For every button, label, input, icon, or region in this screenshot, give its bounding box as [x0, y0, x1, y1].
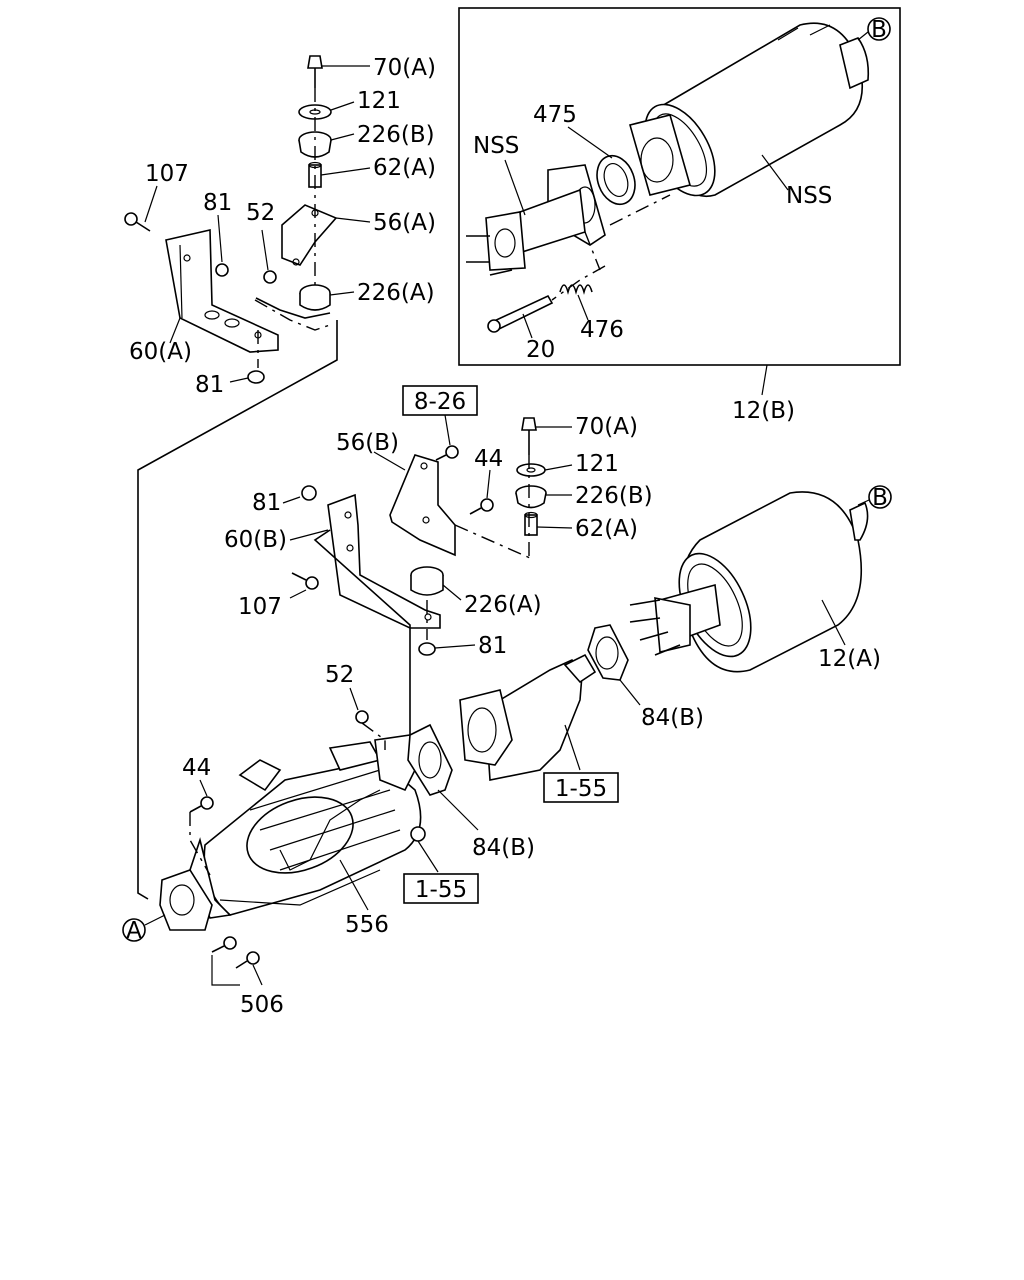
- ref-a-label: A: [126, 918, 142, 944]
- nut-1-55: [410, 826, 426, 842]
- bolt-44-upper: [469, 498, 494, 515]
- ref-a-marker: [122, 918, 146, 942]
- label-226b-1: 226(B): [357, 122, 435, 148]
- bolt-70a-upper: [307, 55, 323, 88]
- label-44-2: 44: [182, 755, 211, 781]
- label-52-2: 52: [325, 662, 354, 688]
- label-60a: 60(A): [129, 339, 192, 365]
- ref-b-label-mid: B: [872, 485, 888, 511]
- ref-1-55-a: 1-55: [555, 776, 607, 802]
- label-121-2: 121: [575, 451, 619, 477]
- label-nss-2: NSS: [786, 183, 832, 209]
- label-81-4: 81: [478, 633, 507, 659]
- gasket-84b-left: [407, 723, 453, 796]
- washer-121-mid: [516, 463, 546, 477]
- bolt-107-mid: [291, 572, 319, 590]
- ref-1-55-b: 1-55: [415, 877, 467, 903]
- label-226a-1: 226(A): [357, 280, 435, 306]
- ref-8-26: 8-26: [414, 389, 466, 415]
- label-475: 475: [533, 102, 577, 128]
- label-62a-1: 62(A): [373, 155, 436, 181]
- label-107-1: 107: [145, 161, 189, 187]
- nut-81-upper: [215, 263, 229, 277]
- ref-box-1-55-b: [403, 873, 479, 904]
- bushing-226a-upper: [299, 284, 331, 311]
- label-556: 556: [345, 912, 389, 938]
- label-226a-2: 226(A): [464, 592, 542, 618]
- label-70a-1: 70(A): [373, 55, 436, 81]
- nut-81-mid-lower: [418, 642, 436, 656]
- ref-box-1-55-a: [543, 772, 619, 803]
- label-12a: 12(A): [818, 646, 881, 672]
- bushing-226b-mid: [515, 485, 547, 509]
- inlet-flange: [159, 869, 213, 931]
- ref-b-marker-upper: [867, 17, 891, 41]
- label-81-1: 81: [203, 190, 232, 216]
- label-81-3: 81: [252, 490, 281, 516]
- label-226b-2: 226(B): [575, 483, 653, 509]
- bolt-70a-mid: [521, 417, 537, 455]
- connector-pipe: [459, 653, 597, 781]
- collar-62a-mid: [524, 511, 538, 536]
- label-476: 476: [580, 317, 624, 343]
- converter-556: [189, 734, 422, 919]
- bolt-20: [487, 294, 554, 333]
- ref-box-8-26: [402, 385, 478, 416]
- bolt-506: [211, 936, 260, 969]
- label-107-2: 107: [238, 594, 282, 620]
- label-12b: 12(B): [732, 398, 795, 424]
- bracket-60b: [327, 493, 441, 629]
- bracket-56a: [281, 204, 338, 266]
- bushing-226a-mid: [410, 566, 444, 596]
- label-56b: 56(B): [336, 430, 399, 456]
- nut-52-lower: [355, 710, 369, 724]
- label-121-1: 121: [357, 88, 401, 114]
- inset-muffler: [629, 22, 870, 197]
- label-70a-2: 70(A): [575, 414, 638, 440]
- bracket-60a: [165, 229, 279, 353]
- bolt-107-upper: [124, 212, 151, 232]
- label-44-1: 44: [474, 446, 503, 472]
- ref-b-marker-mid: [868, 485, 892, 509]
- muffler-12a: [629, 491, 869, 673]
- nut-81-lower-left: [247, 370, 265, 384]
- bolt-44-lower: [189, 796, 214, 813]
- washer-121-upper: [298, 104, 332, 120]
- ring-475: [596, 154, 636, 206]
- label-62a-2: 62(A): [575, 516, 638, 542]
- bolt-8-26: [435, 445, 459, 461]
- nut-52-upper: [263, 270, 277, 284]
- spring-476: [559, 284, 593, 295]
- bracket-56b: [389, 454, 456, 557]
- label-506: 506: [240, 992, 284, 1018]
- label-56a: 56(A): [373, 210, 436, 236]
- label-81-2: 81: [195, 372, 224, 398]
- label-84b-2: 84(B): [472, 835, 535, 861]
- nut-81-mid: [301, 485, 317, 501]
- label-60b: 60(B): [224, 527, 287, 553]
- inset-front-pipe: [466, 164, 606, 276]
- label-20: 20: [526, 337, 555, 363]
- label-52-1: 52: [246, 200, 275, 226]
- ref-b-label-upper: B: [871, 17, 887, 43]
- label-84b-1: 84(B): [641, 705, 704, 731]
- detail-inset-frame: [458, 7, 901, 366]
- label-nss-1: NSS: [473, 133, 519, 159]
